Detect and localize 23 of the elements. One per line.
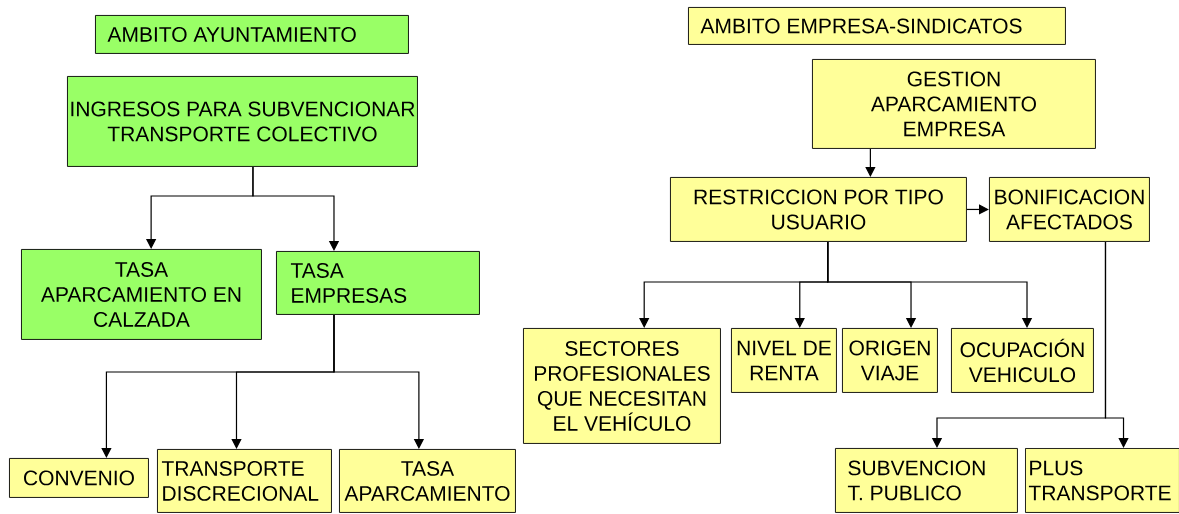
process-box: SECTORES PROFESIONALES QUE NECESITAN EL VEHÍCULO [523, 328, 721, 444]
process-box: OCUPACIÓN VEHICULO [951, 328, 1094, 393]
process-box: TASA EMPRESAS [276, 251, 480, 315]
process-box: SUBVENCION T. PUBLICO [835, 448, 1018, 513]
heading-box: AMBITO AYUNTAMIENTO [95, 15, 409, 54]
process-box: ORIGEN VIAJE [842, 328, 938, 393]
process-box: PLUS TRANSPORTE [1025, 448, 1179, 513]
arrow [1104, 241, 1129, 448]
arrow [333, 314, 425, 449]
process-box: BONIFICACION AFECTADOS [989, 177, 1150, 242]
arrow [827, 241, 1033, 328]
arrow [252, 166, 340, 251]
process-box: GESTION APARCAMIENTO EMPRESA [812, 59, 1096, 149]
process-box: NIVEL DE RENTA [731, 328, 837, 393]
process-box: TASA APARCAMIENTO [339, 449, 516, 513]
process-box: RESTRICCION POR TIPO USUARIO [670, 177, 967, 242]
arrow [865, 148, 876, 177]
process-box: TASA APARCAMIENTO EN CALZADA [21, 249, 262, 340]
heading-box: AMBITO EMPRESA-SINDICATOS [688, 7, 1066, 45]
process-box: INGRESOS PARA SUBVENCIONAR TRANSPORTE COLECTIVO [67, 76, 418, 167]
arrow [966, 204, 989, 215]
process-box: CONVENIO [9, 458, 149, 498]
process-box: TRANSPORTE DISCRECIONAL [157, 449, 332, 513]
